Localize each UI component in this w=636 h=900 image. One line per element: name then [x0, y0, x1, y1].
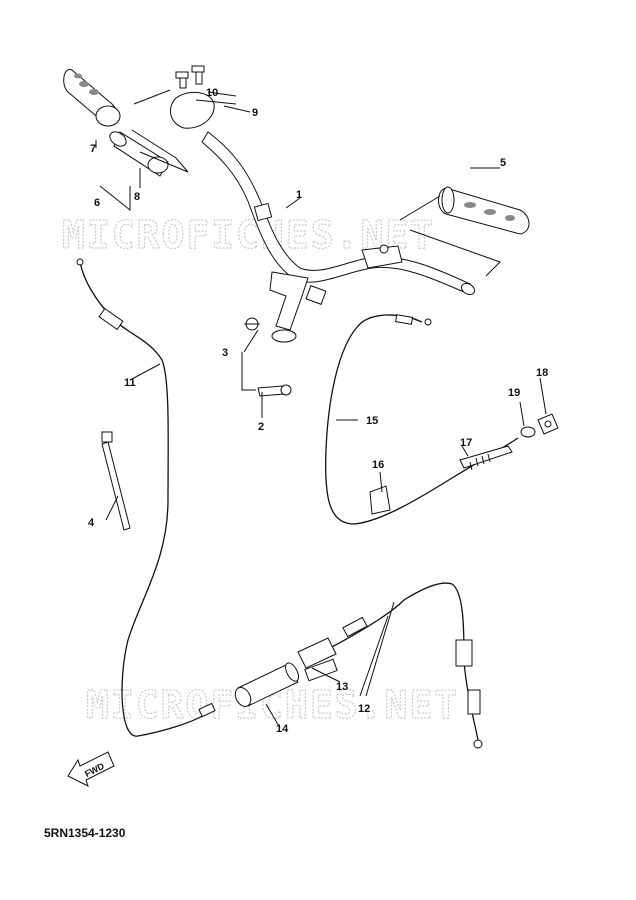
fwd-arrow-icon: FWD: [67, 751, 115, 787]
part-label-1: 1: [296, 189, 302, 201]
right-grip: [399, 186, 530, 277]
part-label-15: 15: [366, 415, 378, 427]
cable-adjuster: [369, 445, 513, 515]
part-label-17: 17: [460, 437, 472, 449]
part-label-11: 11: [124, 377, 136, 389]
part-label-13: 13: [336, 681, 348, 693]
part-label-14: 14: [276, 723, 289, 735]
adjuster-nut: [537, 413, 559, 435]
part-label-10: 10: [206, 87, 218, 99]
adjuster-spacer: [520, 426, 536, 438]
part-label-5: 5: [500, 157, 506, 169]
part-label-6: 6: [94, 197, 100, 209]
leader-lines: [95, 91, 547, 729]
part-label-7: 7: [90, 143, 96, 155]
cable-tie: [101, 431, 131, 531]
document-code: 5RN1354-1230: [44, 826, 126, 840]
throttle-cable: [76, 258, 216, 737]
grip-collar: [109, 129, 189, 177]
part-label-8: 8: [134, 191, 140, 203]
part-label-12: 12: [358, 703, 370, 715]
brake-cable: [325, 314, 519, 525]
left-grip: [63, 68, 121, 127]
part-label-19: 19: [508, 387, 520, 399]
throttle-housing: [133, 65, 237, 129]
part-label-4: 4: [88, 517, 95, 529]
handlebar: [201, 131, 476, 296]
part-label-18: 18: [536, 367, 548, 379]
lower-cable-assembly: [234, 582, 483, 749]
part-label-2: 2: [258, 421, 264, 433]
part-label-16: 16: [372, 459, 384, 471]
handlebar-holder: [244, 271, 327, 397]
part-label-3: 3: [222, 347, 228, 359]
part-label-9: 9: [252, 107, 258, 119]
